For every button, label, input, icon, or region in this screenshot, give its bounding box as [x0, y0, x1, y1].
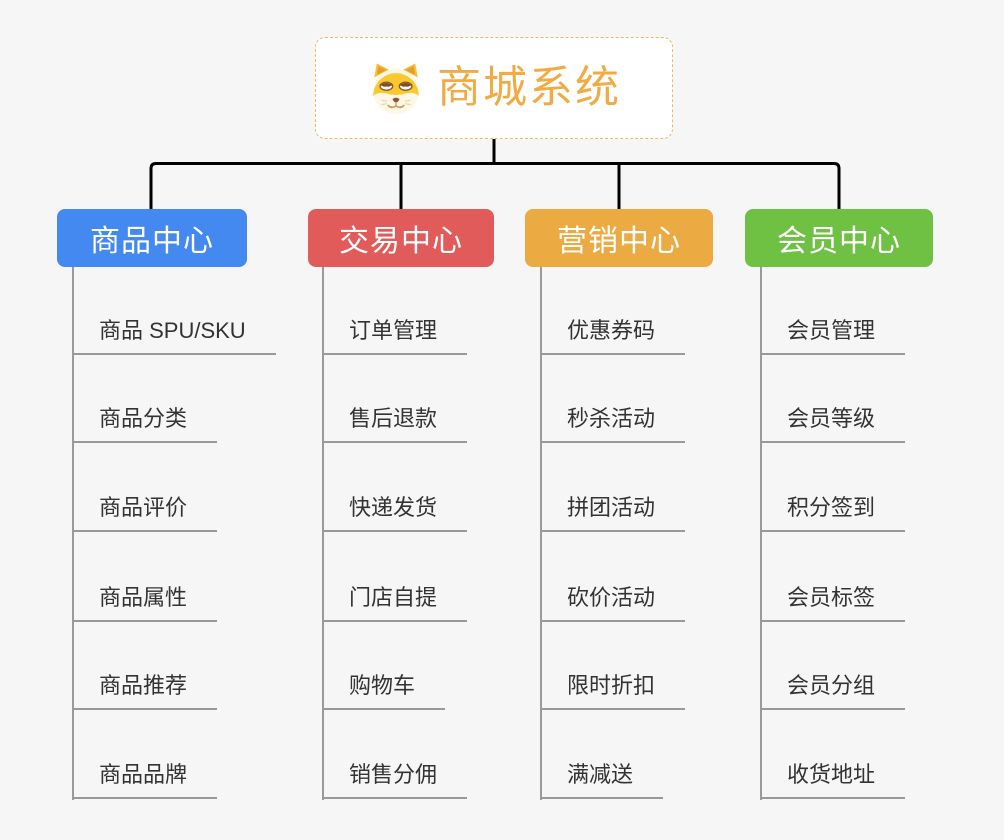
branch-spine: [760, 267, 762, 800]
branch-spine: [540, 267, 542, 800]
leaf-node[interactable]: 会员等级: [760, 405, 906, 443]
branch-node-trade-center[interactable]: 交易中心: [308, 209, 494, 267]
leaf-node[interactable]: 积分签到: [760, 494, 906, 532]
branch-node-member-center[interactable]: 会员中心: [745, 209, 933, 267]
leaf-node[interactable]: 会员标签: [760, 584, 906, 622]
leaf-node[interactable]: 购物车: [322, 672, 446, 710]
leaf-node[interactable]: 商品评价: [72, 494, 218, 532]
branch-node-product-center[interactable]: 商品中心: [57, 209, 247, 267]
leaf-node[interactable]: 门店自提: [322, 584, 468, 622]
branch-spine: [322, 267, 324, 800]
leaf-node[interactable]: 商品品牌: [72, 761, 218, 799]
leaf-node[interactable]: 销售分佣: [322, 761, 468, 799]
leaf-node[interactable]: 会员管理: [760, 317, 906, 355]
leaf-node[interactable]: 拼团活动: [540, 494, 686, 532]
root-title: 商城系统: [437, 63, 621, 112]
leaf-node[interactable]: 商品 SPU/SKU: [72, 317, 276, 355]
root-node[interactable]: 商城系统: [315, 37, 673, 139]
leaf-node[interactable]: 满减送: [540, 761, 664, 799]
leaf-node[interactable]: 秒杀活动: [540, 405, 686, 443]
leaf-node[interactable]: 售后退款: [322, 405, 468, 443]
branch-node-marketing-center[interactable]: 营销中心: [525, 209, 713, 267]
leaf-node[interactable]: 优惠券码: [540, 317, 686, 355]
leaf-node[interactable]: 商品分类: [72, 405, 218, 443]
leaf-node[interactable]: 会员分组: [760, 672, 906, 710]
leaf-node[interactable]: 砍价活动: [540, 584, 686, 622]
branch-spine: [72, 267, 74, 800]
leaf-node[interactable]: 商品属性: [72, 584, 218, 622]
leaf-node[interactable]: 快递发货: [322, 494, 468, 532]
shiba-dog-icon: [373, 63, 419, 115]
leaf-node[interactable]: 限时折扣: [540, 672, 686, 710]
leaf-node[interactable]: 订单管理: [322, 317, 468, 355]
leaf-node[interactable]: 商品推荐: [72, 672, 218, 710]
leaf-node[interactable]: 收货地址: [760, 761, 906, 799]
